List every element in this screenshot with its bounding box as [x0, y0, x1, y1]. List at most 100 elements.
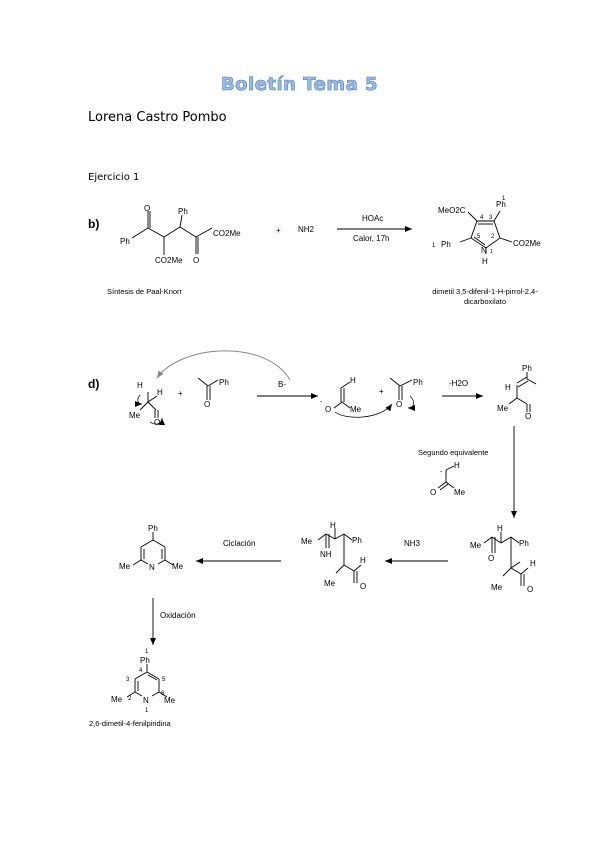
diketone-h1: H — [497, 524, 503, 533]
pyridine-locant-2: 2 — [128, 696, 132, 702]
product-nh-h: H — [482, 257, 488, 266]
pyridine-locant-4: 4 — [139, 668, 143, 674]
product-locant-1-top: 1 — [502, 196, 506, 202]
pyridine-ring — [126, 664, 168, 698]
product-ph-top: Ph — [496, 200, 506, 209]
reactant-ph-left: Ph — [120, 237, 130, 246]
reactant-co2me-bottom: CO2Me — [155, 256, 183, 265]
arrow-enolate-attack — [334, 403, 393, 418]
reactant-ph-top: Ph — [178, 207, 188, 216]
acetophenone-o: O — [204, 400, 210, 409]
arrow-electrons-1 — [134, 394, 143, 407]
pyridine-me1: Me — [111, 695, 123, 704]
enolate-o: O — [325, 405, 331, 414]
reagent-nh2: NH2 — [298, 225, 315, 234]
enolate-me: Me — [350, 405, 362, 414]
acetophenone2-bonds — [389, 377, 413, 400]
pyridine-n: N — [143, 696, 149, 705]
caption-product-name-1: dimetil 3,5-difenil-1-H-pirrol-2,4- — [432, 287, 538, 296]
product-meo2c: MeO2C — [438, 206, 466, 215]
pyridine-product-name: 2,6-dimetil-4-fenilpiridina — [89, 719, 172, 728]
diketone-h2: H — [530, 559, 536, 568]
pyridine-locant-5: 5 — [162, 677, 166, 683]
enone-me: Me — [497, 404, 509, 413]
plus-sign-b: + — [276, 226, 281, 235]
diketone-me1: Me — [470, 541, 482, 550]
enone-bonds — [508, 372, 537, 412]
second-eq-minus: - — [440, 469, 443, 476]
nh3-label: NH3 — [404, 539, 421, 548]
exercise-heading: Ejercicio 1 — [88, 172, 140, 183]
acetophenone2-ph: Ph — [413, 378, 423, 387]
diketone-o2: O — [527, 585, 533, 594]
dihydropyridine-n: N — [149, 563, 155, 572]
oxidation-label: Oxidación — [160, 611, 196, 620]
imine-bonds — [317, 528, 362, 583]
part-d-scheme: d) H H Me O + Ph O B- — [88, 350, 537, 728]
diketone-bonds — [483, 532, 529, 586]
water-label: -H2O — [449, 379, 468, 388]
part-b-scheme: b) O Ph Ph CO2Me CO2Me O + NH2 HOAc Calo… — [88, 196, 541, 306]
diketone-o1: O — [488, 554, 494, 563]
enone-ph: Ph — [522, 364, 532, 373]
product-locant-2: 2 — [491, 234, 495, 240]
imine-me: Me — [301, 537, 313, 546]
acetone-me: Me — [129, 411, 141, 420]
enolate-minus: - — [320, 399, 323, 406]
second-equivalent-label: Segundo equivalente — [418, 448, 488, 457]
dihydropyridine-me1: Me — [119, 562, 131, 571]
imine-h2: H — [360, 556, 366, 565]
product-co2me: CO2Me — [513, 239, 541, 248]
condition-hoac: HOAc — [362, 214, 383, 223]
reactant-bonds — [131, 211, 213, 255]
dihydropyridine-ring — [132, 532, 174, 566]
pyridine-locant-1-n: 1 — [145, 708, 149, 714]
acetone-h2: H — [157, 388, 163, 397]
pyridine-locant-3: 3 — [126, 677, 130, 683]
product-ph-left: Ph — [441, 240, 451, 249]
product-locant-4: 4 — [480, 215, 484, 221]
arrow-electrons-2 — [149, 417, 165, 426]
reactant-o-bottom: O — [193, 256, 199, 265]
diketone-ph: Ph — [519, 539, 529, 548]
pyridine-locant-6: 6 — [161, 691, 165, 697]
author-name: Lorena Castro Pombo — [88, 110, 227, 125]
second-eq-h: H — [454, 461, 460, 470]
part-d-label: d) — [88, 377, 99, 391]
acetophenone-ph: Ph — [219, 378, 229, 387]
second-eq-o: O — [430, 488, 436, 497]
base-label: B- — [278, 380, 286, 389]
reactant-o-top: O — [144, 204, 150, 213]
reactant-co2me-right: CO2Me — [213, 229, 241, 238]
acetone-o: O — [154, 418, 160, 427]
imine-nh: NH — [320, 550, 332, 559]
product-locant-3: 3 — [489, 215, 493, 221]
caption-paal-knorr: Síntesis de Paal-Knorr — [107, 287, 183, 296]
imine-me2: Me — [324, 579, 336, 588]
acetone-bonds — [139, 392, 159, 418]
plus-sign-d2: + — [379, 387, 384, 396]
acetophenone2-o: O — [396, 400, 402, 409]
pyridine-ph: Ph — [140, 656, 150, 665]
acetone-h: H — [137, 381, 143, 390]
product-n: N — [481, 246, 487, 255]
enolate-h: H — [350, 376, 356, 385]
product-locant-5: 5 — [477, 234, 481, 240]
imine-o: O — [360, 582, 366, 591]
plus-sign-d1: + — [178, 389, 183, 398]
pyridine-me2: Me — [164, 696, 176, 705]
curved-arrow-base — [156, 350, 291, 381]
part-b-label: b) — [88, 217, 99, 231]
enone-o: O — [525, 412, 531, 421]
product-locant-1-left: 1 — [432, 243, 436, 249]
imine-h1: H — [330, 521, 336, 530]
diketone-me2: Me — [491, 583, 503, 592]
product-locant-1-n: 1 — [490, 249, 493, 255]
imine-ph: Ph — [352, 536, 362, 545]
arrow-electrons-3 — [407, 395, 416, 411]
condition-heat: Calor, 17h — [353, 234, 389, 243]
second-eq-bonds — [437, 465, 455, 491]
dihydropyridine-ph: Ph — [148, 524, 158, 533]
document-title: Boletín Tema 5 — [220, 74, 379, 96]
